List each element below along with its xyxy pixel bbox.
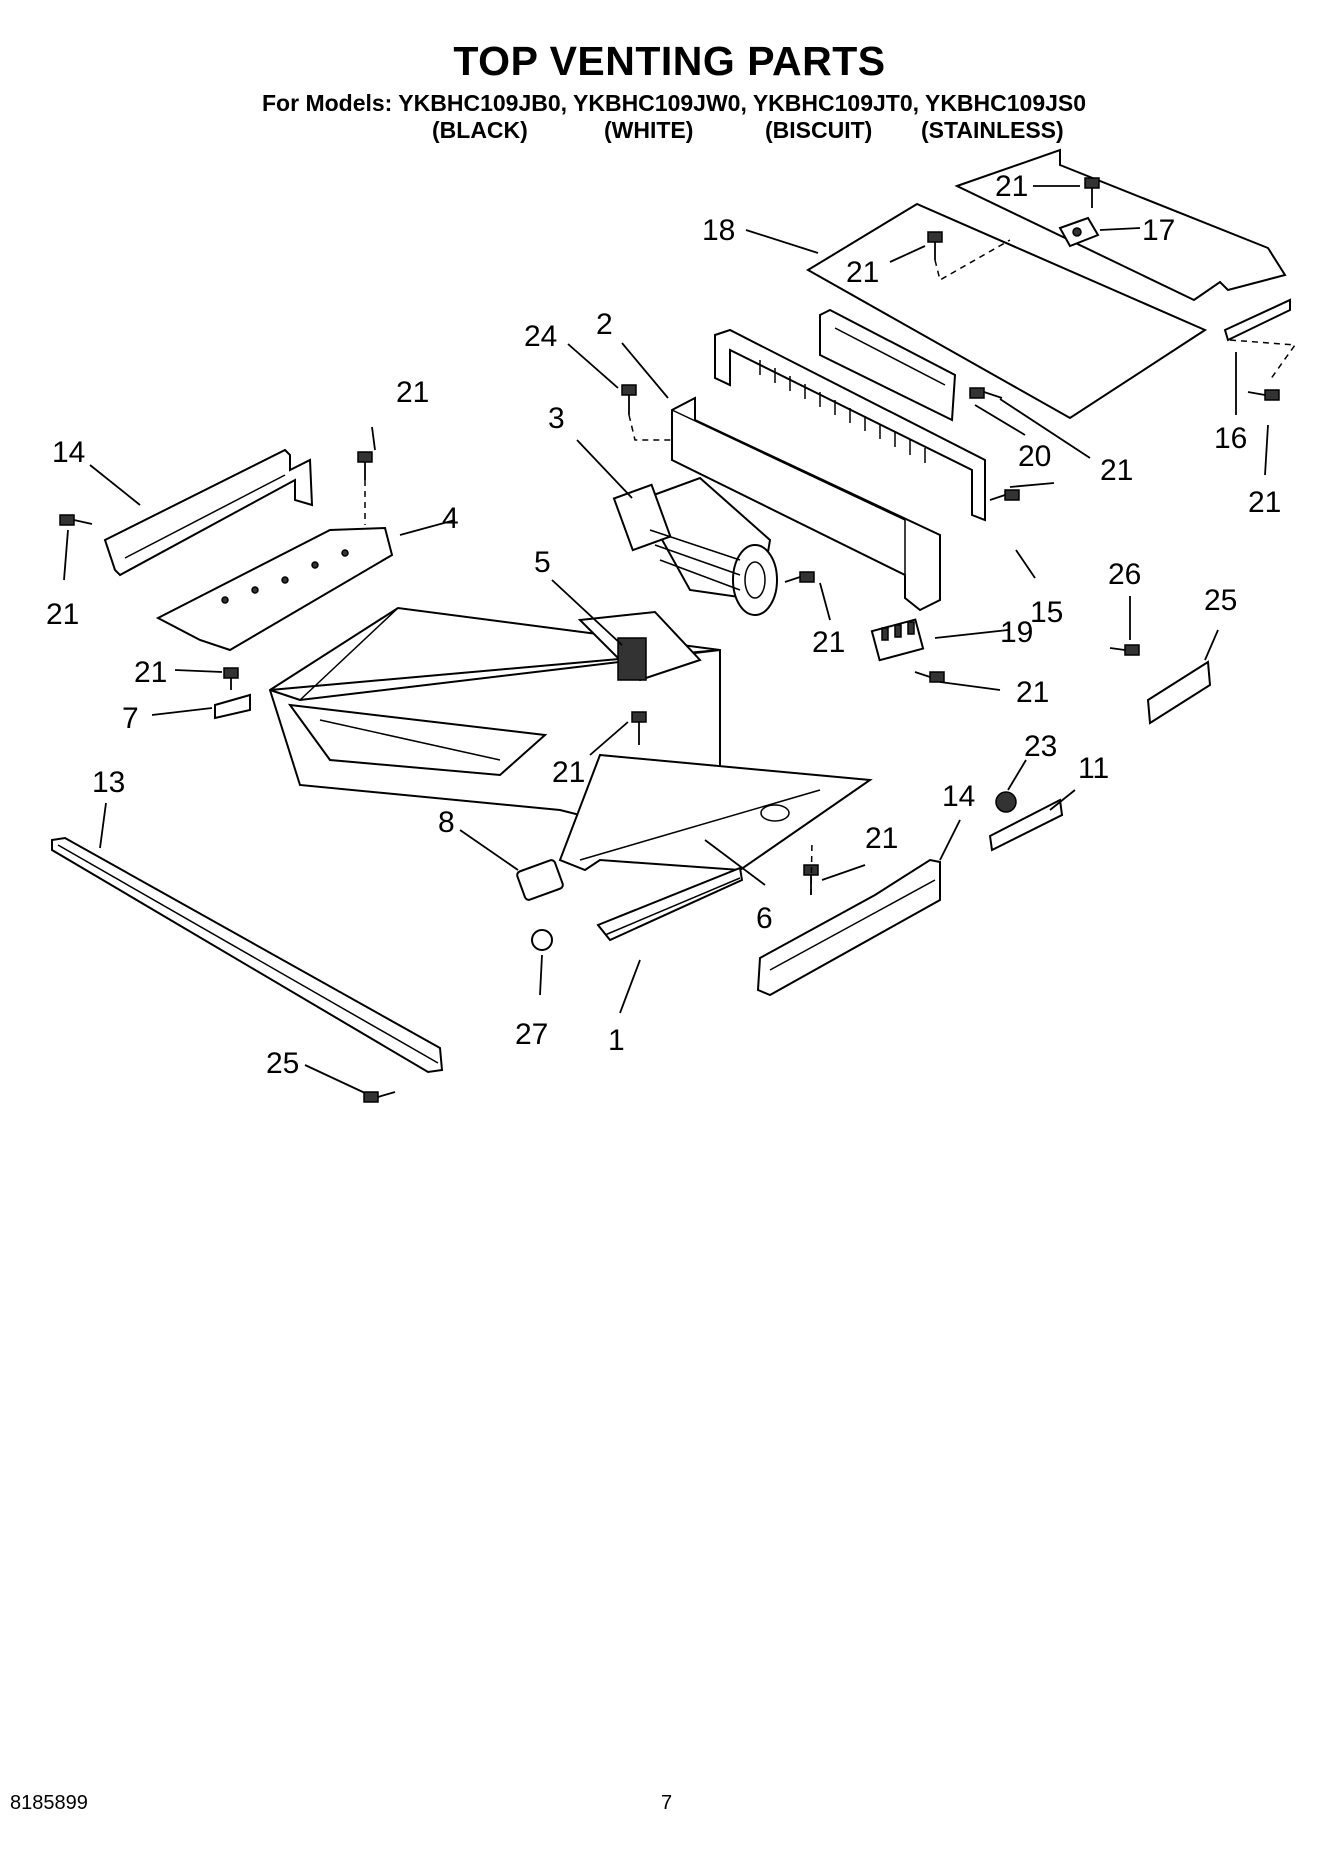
callouts: 21 17 18 21 24 2 3 20 21 16 21 21 14 4 2… — [46, 170, 1281, 1080]
screw-icon — [1109, 644, 1140, 656]
part-15-rail — [714, 328, 986, 522]
callout-21: 21 — [1016, 676, 1049, 709]
page-number: 7 — [661, 1792, 673, 1814]
part-4-mount-plate — [155, 526, 394, 652]
color-biscuit: (BISCUIT) — [765, 117, 873, 143]
part-17-clip — [1058, 216, 1100, 248]
callout-8: 8 — [438, 806, 455, 839]
callout-23: 23 — [1024, 730, 1057, 763]
part-7-clip — [214, 693, 251, 720]
part-6-lower-tray — [558, 753, 873, 872]
callout-16: 16 — [1214, 422, 1247, 455]
part-27-nut — [531, 929, 553, 951]
callout-21: 21 — [552, 756, 585, 789]
callout-21: 21 — [134, 656, 167, 689]
screw-icon — [784, 571, 815, 583]
color-white: (WHITE) — [604, 117, 694, 143]
color-black: (BLACK) — [432, 117, 528, 143]
screw-icon — [357, 451, 373, 480]
callout-7: 7 — [122, 702, 139, 735]
part-23-nut — [995, 791, 1017, 813]
screw-icon — [621, 384, 637, 415]
screw-icon — [59, 514, 93, 526]
part-14-left-bracket — [103, 448, 314, 577]
callout-18: 18 — [702, 214, 735, 247]
models-line: For Models: YKBHC109JB0, YKBHC109JW0, YK… — [262, 90, 1087, 116]
screw-icon — [223, 667, 239, 690]
callout-21: 21 — [846, 256, 879, 289]
callout-14: 14 — [942, 780, 975, 813]
callout-5: 5 — [534, 546, 551, 579]
callout-6: 6 — [756, 902, 773, 935]
callout-17: 17 — [1142, 214, 1175, 247]
part-3-blower — [612, 476, 778, 616]
part-11-block — [988, 798, 1064, 852]
screw-icon — [914, 671, 945, 683]
part-14-right-bracket — [756, 858, 941, 997]
callout-21: 21 — [46, 598, 79, 631]
callout-24: 24 — [524, 320, 557, 353]
screw-icon — [989, 489, 1020, 501]
callout-1: 1 — [608, 1024, 625, 1057]
part-8-thermostat — [516, 859, 564, 901]
part-16-rear-trim — [954, 148, 1297, 381]
callout-2: 2 — [596, 308, 613, 341]
callout-21: 21 — [1248, 486, 1281, 519]
callout-21: 21 — [865, 822, 898, 855]
screw-icon — [1084, 177, 1100, 208]
callout-19: 19 — [1000, 616, 1033, 649]
callout-21: 21 — [995, 170, 1028, 203]
part-5-switch — [617, 637, 647, 681]
callout-4: 4 — [442, 502, 459, 535]
callout-21: 21 — [812, 626, 845, 659]
callout-21: 21 — [1100, 454, 1133, 487]
callout-20: 20 — [1018, 440, 1051, 473]
screw-icon — [363, 1091, 396, 1103]
callout-13: 13 — [92, 766, 125, 799]
doc-number: 8185899 — [10, 1792, 88, 1814]
part-20-bracket — [819, 308, 957, 422]
callout-3: 3 — [548, 402, 565, 435]
part-13-front-trim — [51, 836, 444, 1074]
callout-26: 26 — [1108, 558, 1141, 591]
callout-25: 25 — [1204, 584, 1237, 617]
callout-15: 15 — [1030, 596, 1063, 629]
screw-icon — [1247, 389, 1280, 401]
callout-14: 14 — [52, 436, 85, 469]
part-19-terminal-block — [870, 618, 925, 662]
screw-icon — [927, 231, 943, 260]
screw-icon — [631, 711, 647, 745]
screw-icon — [969, 387, 1003, 399]
leader-lines — [63, 185, 1269, 1094]
page-title: TOP VENTING PARTS — [453, 38, 886, 84]
part-1-rail — [596, 866, 744, 942]
assembly-lines — [364, 239, 1011, 896]
callout-21: 21 — [396, 376, 429, 409]
callout-27: 27 — [515, 1018, 548, 1051]
part-2-fan-housing — [671, 396, 941, 612]
callout-11: 11 — [1078, 752, 1109, 785]
color-stainless: (STAINLESS) — [921, 117, 1064, 143]
callout-25: 25 — [266, 1047, 299, 1080]
part-25-right-clip — [1146, 660, 1212, 725]
part-18-top-cover — [806, 202, 1208, 420]
